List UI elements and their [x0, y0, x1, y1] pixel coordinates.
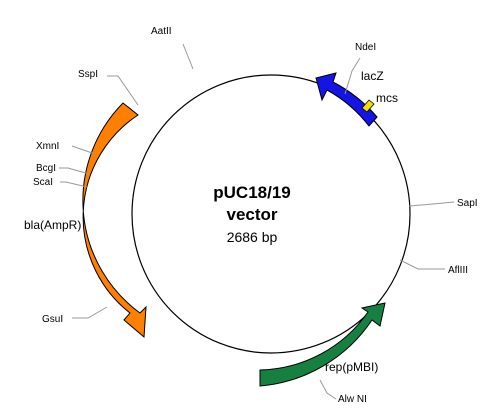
xmni-leader [71, 145, 96, 155]
lacz-arrow[interactable] [315, 72, 378, 127]
bcgi-leader [59, 167, 90, 175]
bcgi-label: BcgI [36, 163, 56, 174]
scai-leader [60, 181, 88, 188]
plasmid-subtitle: vector [226, 205, 277, 224]
sspi-leader [107, 75, 139, 106]
mcs-box[interactable] [361, 99, 375, 113]
sapi-leader [408, 201, 455, 207]
ndei-label: NdeI [355, 42, 376, 53]
ndei-leader [344, 57, 361, 95]
afliii-label: AflIII [448, 265, 468, 276]
rep-pmbi-arrow-body[interactable] [259, 302, 386, 387]
rep-pmbi-label: rep(pMBI) [325, 360, 378, 374]
plasmid-backbone [131, 74, 411, 354]
bla-ampr-arrow[interactable] [82, 102, 147, 339]
lacz-label: lacZ [361, 69, 384, 83]
mcs-label: mcs [376, 91, 398, 105]
plasmid-size: 2686 bp [227, 229, 278, 245]
aatii-leader [182, 43, 194, 70]
plasmid-name: pUC18/19 [213, 183, 290, 202]
alwni-label: Alw NI [338, 394, 367, 405]
aatii-label: AatII [151, 26, 172, 37]
gsui-leader [72, 306, 108, 319]
sspi-label: SspI [78, 69, 98, 80]
gsui-label: GsuI [42, 314, 63, 325]
alwni-leader [319, 379, 337, 400]
afliii-leader [399, 259, 445, 270]
xmni-label: XmnI [36, 141, 59, 152]
sapi-label: SapI [457, 198, 478, 209]
bla-ampr-label: bla(AmpR) [24, 218, 81, 232]
scai-label: ScaI [33, 177, 53, 188]
